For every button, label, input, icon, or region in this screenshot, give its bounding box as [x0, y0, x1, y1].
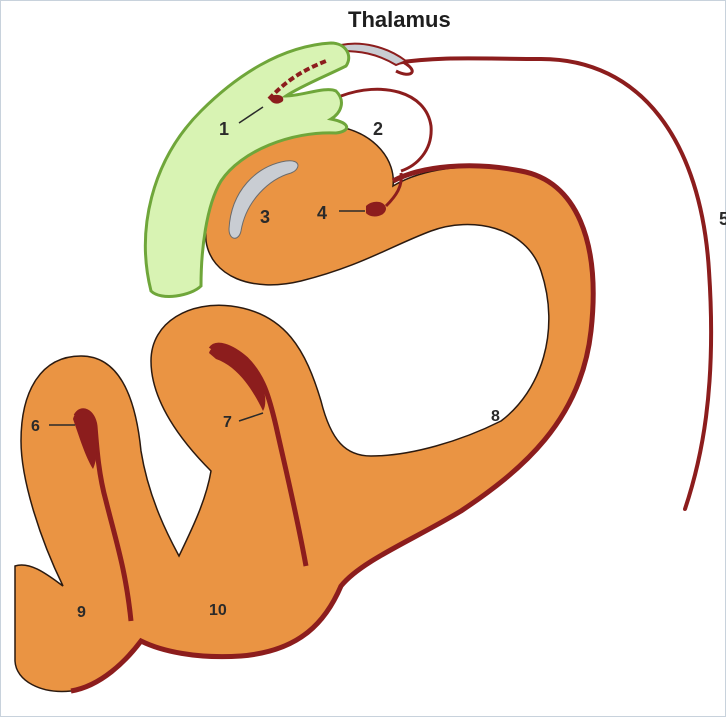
title-thalamus: Thalamus — [348, 7, 451, 32]
label-7: 7 — [223, 414, 232, 431]
label-9: 9 — [77, 604, 86, 621]
label-3: 3 — [260, 207, 270, 227]
label-1: 1 — [219, 119, 229, 139]
label-2: 2 — [373, 119, 383, 139]
label-6: 6 — [31, 418, 40, 435]
label-10: 10 — [209, 602, 227, 619]
label-8: 8 — [491, 408, 500, 425]
cortex-main — [15, 123, 593, 691]
top-ventricle-gap — [341, 44, 406, 65]
label-4: 4 — [317, 203, 327, 223]
label-5: 5 — [719, 209, 726, 229]
